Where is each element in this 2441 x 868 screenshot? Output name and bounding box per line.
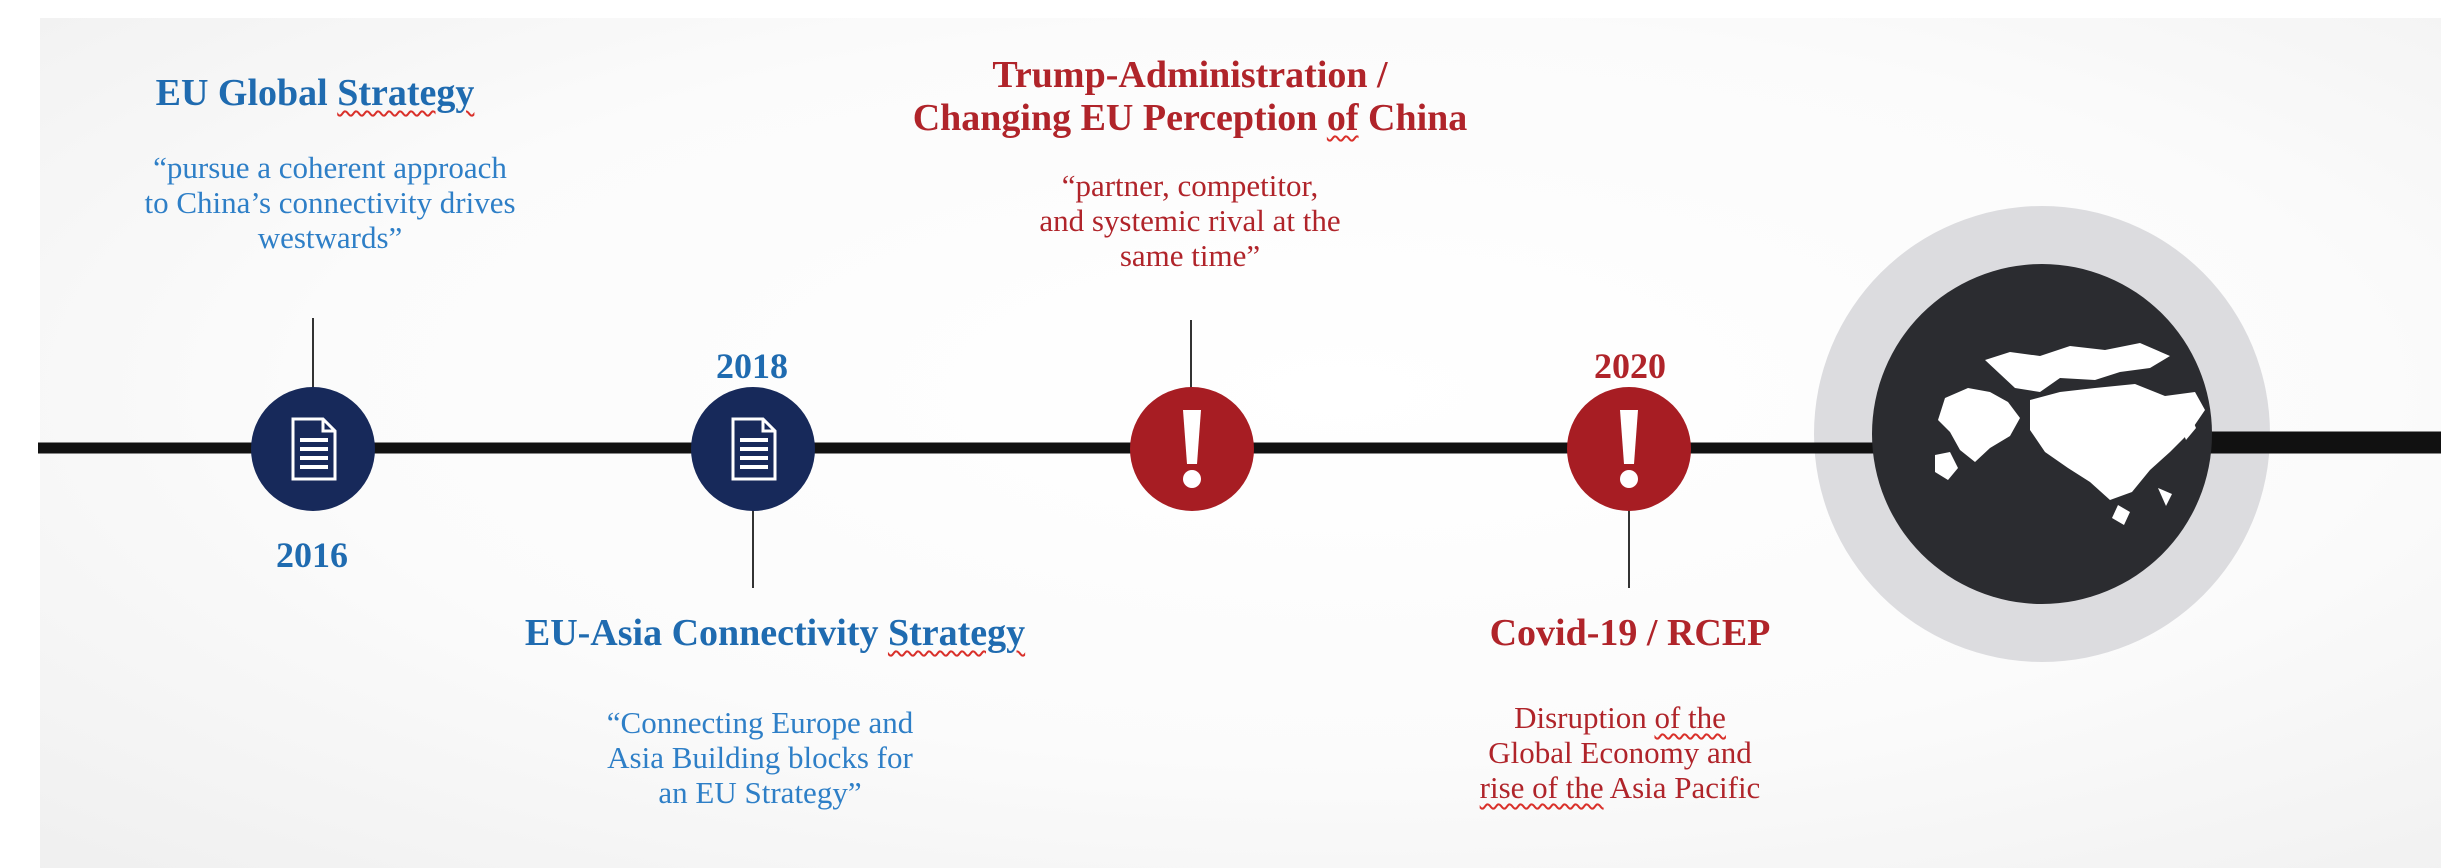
stem-2016 <box>312 318 314 390</box>
desc-line: Disruption of the <box>1370 700 1870 735</box>
title-text-underlined: Strategy <box>337 72 475 114</box>
eu-asia-connectivity-title: EU-Asia Connectivity Strategy <box>400 612 1150 655</box>
quote-line: same time” <box>1119 238 1261 274</box>
title-text: Changing EU Perception <box>912 96 1327 139</box>
quote-line: “Connecting Europe and <box>606 705 914 740</box>
trump-administration-title: Trump-Administration / Changing EU Perce… <box>760 54 1620 140</box>
trump-administration-quote: “partner, competitor, and systemic rival… <box>900 168 1480 273</box>
title-text: EU-Asia Connectivity <box>524 612 888 654</box>
desc-text: Asia Pacific <box>1603 770 1761 806</box>
quote-line: westwards” <box>257 220 403 256</box>
year-2020: 2020 <box>1594 346 1666 386</box>
title-text: EU Global <box>155 72 338 114</box>
continents <box>1935 343 2205 525</box>
exclamation-icon <box>1567 387 1691 511</box>
left-margin <box>0 0 40 868</box>
title-text-underlined: of <box>1326 96 1359 139</box>
stem-trump <box>1190 320 1192 392</box>
eu-global-strategy-quote: “pursue a coherent approach to China’s c… <box>40 150 620 255</box>
stem-2020 <box>1628 500 1630 588</box>
quote-line: and systemic rival at the <box>1039 203 1341 239</box>
title-text: China <box>1358 96 1468 139</box>
covid-rcep-description: Disruption of the Global Economy and ris… <box>1370 700 1870 805</box>
eu-asia-connectivity-quote: “Connecting Europe and Asia Building blo… <box>500 705 1020 810</box>
stem-2018 <box>752 500 754 588</box>
desc-text-underlined: rise of the <box>1479 770 1604 806</box>
desc-line: rise of the Asia Pacific <box>1370 770 1870 805</box>
quote-line: “partner, competitor, <box>1061 168 1319 203</box>
eu-global-strategy-title: EU Global Strategy <box>40 72 590 115</box>
quote-line: “pursue a coherent approach <box>153 150 507 185</box>
year-2016: 2016 <box>276 535 348 575</box>
quote-line: an EU Strategy” <box>658 775 862 811</box>
year-2018: 2018 <box>716 346 788 386</box>
title-line: Changing EU Perception of China <box>760 97 1620 140</box>
exclamation-icon <box>1130 387 1254 511</box>
title-text-underlined: Strategy <box>887 612 1026 654</box>
document-icon <box>691 387 815 511</box>
desc-text-underlined: of the <box>1654 700 1726 735</box>
quote-line: Asia Building blocks for <box>607 740 913 776</box>
desc-line: Global Economy and <box>1488 735 1752 771</box>
quote-line: to China’s connectivity drives <box>144 185 516 221</box>
covid-rcep-title: Covid-19 / RCEP <box>1489 612 1771 654</box>
top-margin <box>0 0 2441 18</box>
title-line: Trump-Administration / <box>992 54 1388 96</box>
desc-text: Disruption <box>1514 700 1655 735</box>
document-icon <box>251 387 375 511</box>
